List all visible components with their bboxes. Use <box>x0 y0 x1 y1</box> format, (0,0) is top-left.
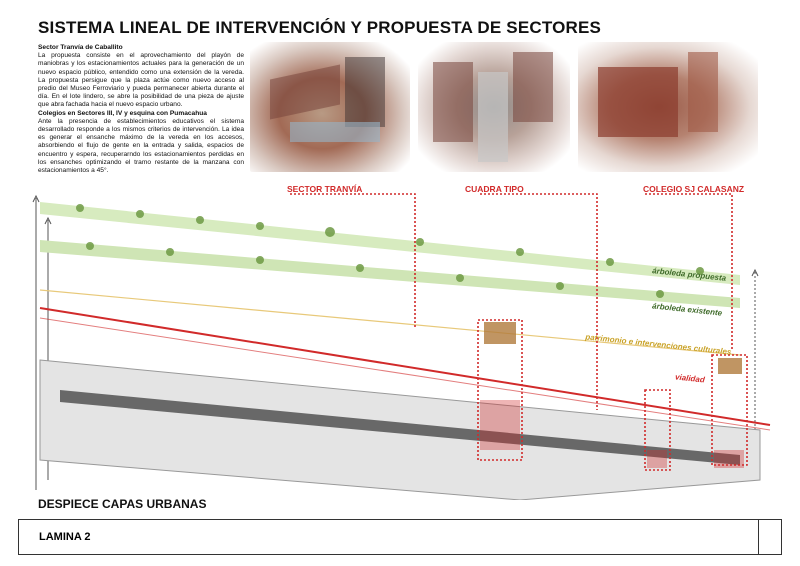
callout-sector-tranvia: SECTOR TRANVÍA <box>287 184 363 194</box>
section-title: DESPIECE CAPAS URBANAS <box>38 497 207 511</box>
lamina-label: LAMINA 2 <box>39 531 91 543</box>
proposed-trees-layer <box>40 202 740 285</box>
render-colegio <box>578 42 758 172</box>
render-cuadra-tipo <box>418 42 570 172</box>
description-text: Sector Tranvía de Caballito La propuesta… <box>38 44 244 175</box>
callout-cuadra-tipo: CUADRA TIPO <box>465 184 524 194</box>
roads-line <box>39 307 771 426</box>
callout-frames <box>290 193 748 471</box>
heading-colegios: Colegios en Sectores III, IV y esquina c… <box>38 109 207 117</box>
lamina-frame: LAMINA 2 <box>18 519 782 555</box>
page-title: SISTEMA LINEAL DE INTERVENCIÓN Y PROPUES… <box>38 18 602 37</box>
highlighted-blocks <box>480 400 744 468</box>
heading-tranvia: Sector Tranvía de Caballito <box>38 44 123 51</box>
urban-layers-diagram <box>32 193 771 500</box>
heritage-line <box>39 289 741 356</box>
callout-colegio: COLEGIO SJ CALASANZ <box>643 184 745 194</box>
built-fabric-strip <box>60 390 740 465</box>
tree-dots <box>76 204 704 298</box>
heritage-building <box>484 322 516 344</box>
paragraph-tranvia: La propuesta consiste en el aprovechamie… <box>38 52 244 109</box>
render-sector-tranvia <box>250 42 410 172</box>
existing-trees-layer <box>40 240 740 308</box>
paragraph-colegios: Ante la presencia de establecimientos ed… <box>38 117 244 175</box>
